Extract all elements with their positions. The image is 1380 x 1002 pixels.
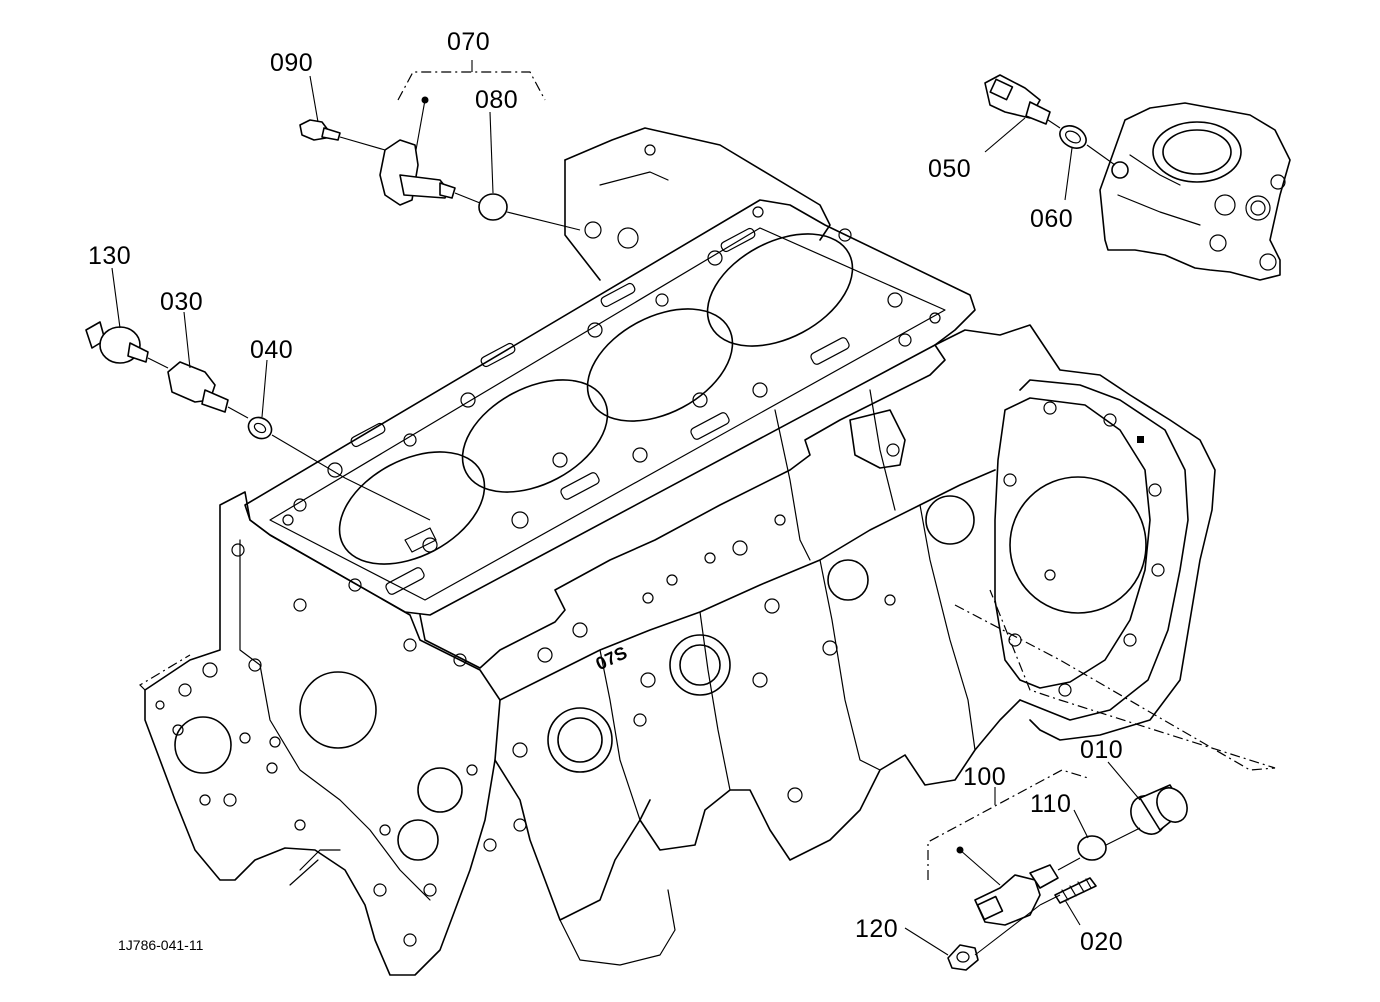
figure-code: 1J786-041-11 [118, 937, 204, 953]
callout-070: 070 [447, 28, 490, 56]
switch-130 [85, 321, 149, 364]
o-ring-110 [1077, 835, 1107, 861]
callout-050: 050 [928, 155, 971, 183]
nut-120 [947, 944, 979, 971]
sensor-030 [167, 361, 229, 413]
water-flange [1099, 102, 1291, 281]
bolt-090 [299, 119, 341, 141]
sensor-070 [379, 139, 456, 206]
callout-030: 030 [160, 288, 203, 316]
callout-110: 110 [1030, 790, 1071, 818]
callout-010: 010 [1080, 736, 1123, 764]
sensor-100 [974, 864, 1059, 926]
washer-060 [1059, 125, 1087, 149]
washer-040 [247, 416, 273, 440]
stud-020 [1054, 877, 1097, 904]
callout-020: 020 [1080, 928, 1123, 956]
sleeve-010 [1130, 784, 1188, 835]
callout-060: 060 [1030, 205, 1073, 233]
callout-040: 040 [250, 336, 293, 364]
o-ring-080 [478, 193, 508, 221]
callout-080: 080 [475, 86, 518, 114]
callout-090: 090 [270, 49, 313, 77]
engine-marking: 07S [593, 642, 630, 674]
callout-100: 100 [963, 763, 1006, 791]
callout-120: 120 [855, 915, 898, 943]
sensor-050 [984, 74, 1051, 125]
callout-130: 130 [88, 242, 131, 270]
